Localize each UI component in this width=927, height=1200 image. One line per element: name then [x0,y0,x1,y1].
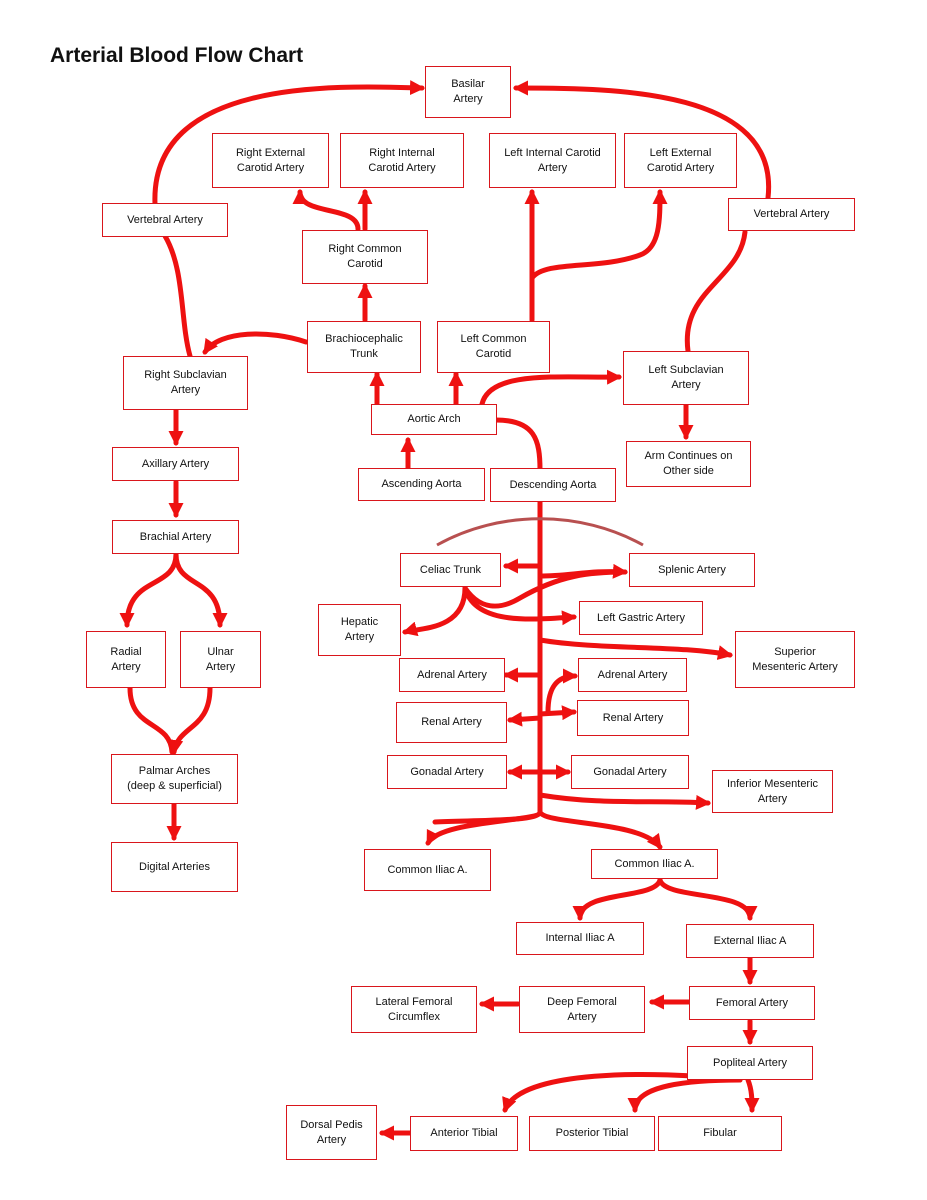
diagram-title: Arterial Blood Flow Chart [50,44,304,67]
arrow-aorta-to-rci [537,809,663,850]
node-vertebral-left-box: Vertebral Artery [102,203,228,237]
arrow-vertebral-to-basilar-left [152,80,425,207]
arrow-rci-to-external-iliac [657,877,758,921]
node-common-iliac-r: Common Iliac A. [591,849,718,879]
node-descending-aorta: Descending Aorta [490,468,616,502]
node-posterior-tibial: Posterior Tibial [529,1116,655,1151]
node-hepatic: Hepatic Artery [318,604,401,656]
arrow-brachio-to-rsub [202,331,309,355]
arrow-celiac-to-hepatic [402,585,468,637]
node-r-common-carotid: Right Common Carotid [302,230,428,284]
node-gonadal-l: Gonadal Artery [387,755,507,789]
arrow-aorta-to-renal-l [507,711,543,727]
node-gonadal-r: Gonadal Artery [571,755,689,789]
node-sup-mesenteric: Superior Mesenteric Artery [735,631,855,688]
node-inf-mesenteric: Inferior Mesenteric Artery [712,770,833,813]
node-celiac: Celiac Trunk [400,553,501,587]
node-splenic: Splenic Artery [629,553,755,587]
node-axillary: Axillary Artery [112,447,239,481]
node-renal-l: Renal Artery [396,702,507,743]
line-celiac-to-splenic [462,569,628,609]
node-left-gastric: Left Gastric Artery [579,601,703,635]
arrow-aorta-to-ima [537,792,711,810]
arrow-celiac-to-lgastric [462,585,577,626]
node-r-ext-carotid: Right External Carotid Artery [212,133,329,188]
line-radial-to-palmar [127,685,175,755]
node-dorsal-pedis: Dorsal Pedis Artery [286,1105,377,1160]
line-vertebral-left-down [162,233,193,359]
node-l-subclavian: Left Subclavian Artery [623,351,749,405]
node-adrenal-r: Adrenal Artery [578,658,687,692]
node-external-iliac: External Iliac A [686,924,814,958]
node-digital: Digital Arteries [111,842,238,892]
node-l-int-carotid: Left Internal Carotid Artery [489,133,616,188]
arrow-arch-to-lsub [479,369,622,407]
node-aortic-arch: Aortic Arch [371,404,497,435]
node-l-ext-carotid: Left External Carotid Artery [624,133,737,188]
node-deep-femoral: Deep Femoral Artery [519,986,645,1033]
arrow-popliteal-to-posterior [627,1077,743,1113]
arrow-aorta-to-sma [537,637,733,661]
arrow-vertebral-to-basilar-right [513,80,772,201]
node-ulnar: Ulnar Artery [180,631,261,688]
node-internal-iliac: Internal Iliac A [516,922,644,955]
node-ascending-aorta: Ascending Aorta [358,468,485,501]
arrow-brachial-to-radial [119,551,179,628]
node-brachial: Brachial Artery [112,520,239,554]
node-lat-fem-circ: Lateral Femoral Circumflex [351,986,477,1033]
arrow-aorta-to-renal-r [537,705,577,721]
node-brachiocephalic: Brachiocephalic Trunk [307,321,421,373]
node-femoral: Femoral Artery [689,986,815,1020]
node-radial: Radial Artery [86,631,166,688]
arrow-lcc-to-lext [529,189,668,281]
line-arch-to-descending [493,417,543,473]
node-r-int-carotid: Right Internal Carotid Artery [340,133,464,188]
node-palmar: Palmar Arches (deep & superficial) [111,754,238,804]
arrow-rcc-to-rext [292,189,361,232]
arrow-ulnar-to-palmar [168,685,213,755]
node-renal-r: Renal Artery [577,700,689,736]
diaphragm-arc [436,517,644,547]
node-common-iliac-l: Common Iliac A. [364,849,491,891]
arrow-popliteal-to-fibular [744,1077,760,1113]
arrow-rci-to-internal-iliac [572,877,663,921]
node-adrenal-l: Adrenal Artery [399,658,505,692]
arrow-aorta-to-adrenal-r [545,668,578,715]
node-basilar: Basilar Artery [425,66,511,118]
node-vertebral-right-box: Vertebral Artery [728,198,855,231]
arrow-brachial-to-ulnar [173,551,228,628]
node-anterior-tibial: Anterior Tibial [410,1116,518,1151]
node-r-subclavian: Right Subclavian Artery [123,356,248,410]
node-l-common-carotid: Left Common Carotid [437,321,550,373]
node-popliteal: Popliteal Artery [687,1046,813,1080]
node-arm-continues: Arm Continues on Other side [626,441,751,487]
arrow-aorta-to-lci [425,809,543,846]
node-fibular: Fibular [658,1116,782,1151]
line-vertebral-right-down [684,229,748,354]
